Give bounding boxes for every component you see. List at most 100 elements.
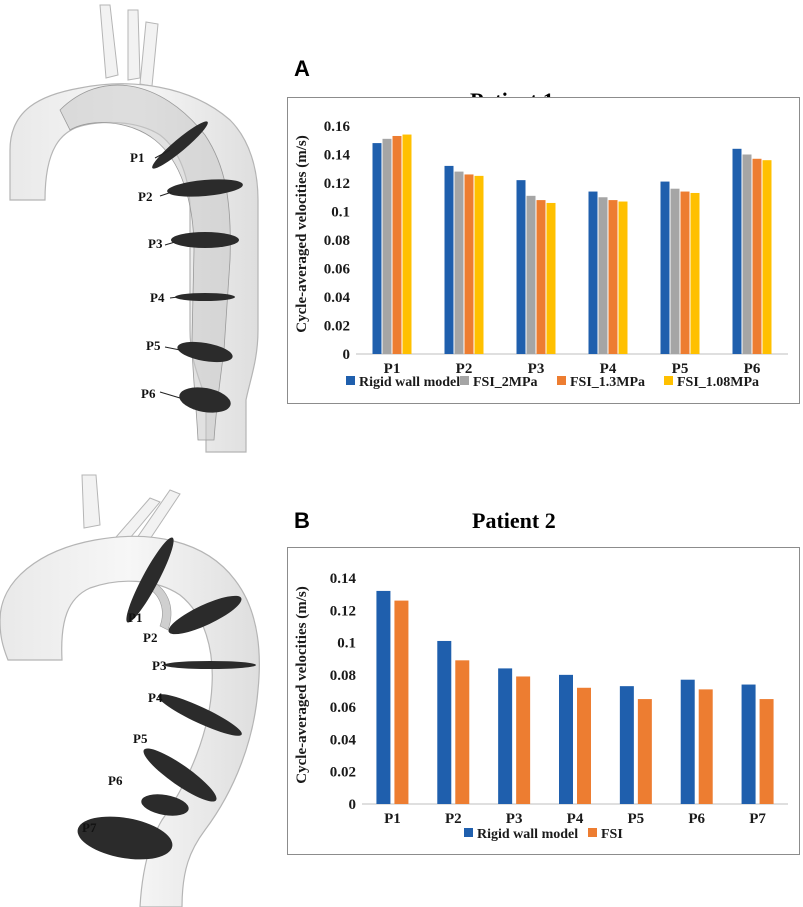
bar-p2-series-3: [464, 174, 474, 354]
bar-p1-series-2: [394, 600, 409, 804]
panel-letter-b: B: [294, 508, 310, 533]
y-tick-label: 0.08: [324, 233, 350, 249]
bar-p6-series-4: [762, 160, 772, 354]
anatomy-label-p4: P4: [148, 690, 163, 705]
bar-p5-series-2: [670, 188, 680, 354]
y-axis-label: Cycle-averaged velocities (m/s): [294, 135, 310, 332]
legend-label-2: FSI_2MPa: [473, 375, 538, 390]
y-tick-label: 0.12: [324, 176, 350, 192]
bar-p2-series-2: [454, 171, 464, 354]
bar-p4-series-2: [598, 197, 608, 354]
bar-p3-series-2: [516, 676, 531, 804]
y-tick-label: 0.02: [324, 319, 350, 335]
legend-swatch-1: [464, 828, 473, 837]
anatomy-label-p1: P1: [130, 150, 144, 165]
chart-frame-patient-1: Cycle-averaged velocities (m/s) 0 0.02 0.04…: [287, 97, 800, 404]
anatomy-label-p5: P5: [133, 731, 148, 746]
bar-p4-series-1: [588, 191, 598, 354]
x-tick-label: P2: [456, 361, 473, 377]
legend-label-1: Rigid wall model: [477, 827, 578, 842]
legend-label-2: FSI: [601, 827, 623, 842]
y-tick-label: 0: [349, 797, 357, 813]
anatomy-label-p6: P6: [141, 386, 156, 401]
bar-p2-series-4: [474, 175, 484, 354]
x-tick-label: P5: [672, 361, 689, 377]
x-tick-label: P1: [384, 811, 401, 827]
x-tick-label: P4: [567, 811, 584, 827]
chart-title-patient-2: Patient 2: [472, 508, 556, 533]
legend-label-4: FSI_1.08MPa: [677, 375, 759, 390]
anatomy-label-p2: P2: [143, 630, 157, 645]
anatomy-label-p3: P3: [148, 236, 163, 251]
legend-swatch-3: [557, 376, 566, 385]
chart-frame-patient-2: Cycle-averaged velocities (m/s) 0 0.02 0.04…: [287, 547, 800, 855]
bar-p2-series-1: [444, 165, 454, 354]
bar-p5-series-1: [619, 686, 634, 804]
legend-swatch-2: [588, 828, 597, 837]
anatomy-label-p7: P7: [82, 820, 97, 835]
bar-p2-series-1: [437, 640, 452, 804]
x-tick-label: P5: [628, 811, 645, 827]
bar-p5-series-3: [680, 191, 690, 354]
y-tick-label: 0.14: [330, 571, 357, 587]
x-tick-label: P1: [384, 361, 401, 377]
y-tick-label: 0.04: [324, 290, 351, 306]
anatomy-label-p5: P5: [146, 338, 161, 353]
y-axis-label: Cycle-averaged velocities (m/s): [294, 586, 310, 783]
y-tick-label: 0.08: [330, 668, 356, 684]
bar-chart-patient-2: Cycle-averaged velocities (m/s) 0 0.02 0.04…: [294, 571, 788, 842]
aorta-model-patient-1: P1 P2 P3 P4 P5 P6: [9, 4, 259, 453]
bar-p4-series-3: [608, 200, 618, 354]
y-tick-label: 0.06: [324, 262, 351, 278]
y-tick-label: 0.16: [324, 119, 351, 135]
anatomy-label-p6: P6: [108, 773, 123, 788]
bar-p6-series-2: [698, 689, 713, 804]
bar-p4-series-4: [618, 201, 628, 354]
anatomy-label-p1: P1: [128, 610, 142, 625]
legend-swatch-2: [460, 376, 469, 385]
anatomy-label-p3: P3: [152, 658, 167, 673]
aorta-model-patient-2: P1 P2 P3 P4 P5 P6 P7: [0, 474, 260, 907]
y-tick-label: 0.12: [330, 603, 356, 619]
x-tick-label: P3: [506, 811, 523, 827]
bar-p5-series-4: [690, 192, 700, 354]
y-tick-label: 0.02: [330, 765, 356, 781]
x-tick-label: P6: [688, 811, 705, 827]
bar-p1-series-4: [402, 134, 412, 354]
bar-p3-series-2: [526, 195, 536, 354]
anatomy-label-p2: P2: [138, 189, 152, 204]
bar-p6-series-1: [732, 148, 742, 354]
x-tick-label: P7: [749, 811, 766, 827]
y-tick-label: 0.1: [331, 205, 350, 221]
bar-p6-series-3: [752, 158, 762, 354]
x-tick-label: P2: [445, 811, 462, 827]
bar-p3-series-4: [546, 202, 556, 354]
bar-p3-series-1: [516, 180, 526, 354]
x-tick-label: P4: [600, 361, 617, 377]
bar-p7-series-1: [741, 684, 756, 804]
bar-p3-series-3: [536, 200, 546, 354]
bar-p6-series-1: [680, 679, 695, 804]
bar-p2-series-2: [455, 660, 470, 804]
bar-p5-series-1: [660, 181, 670, 354]
bar-p6-series-2: [742, 154, 752, 354]
bar-p1-series-3: [392, 135, 402, 354]
legend-label-1: Rigid wall model: [359, 375, 460, 390]
bar-p5-series-2: [637, 699, 652, 804]
y-tick-label: 0.14: [324, 148, 351, 164]
bar-p1-series-2: [382, 138, 392, 354]
y-tick-label: 0: [343, 347, 351, 363]
y-tick-label: 0.1: [337, 636, 356, 652]
legend-swatch-1: [346, 376, 355, 385]
bar-p7-series-2: [759, 699, 774, 804]
legend-swatch-4: [664, 376, 673, 385]
bar-p3-series-1: [498, 668, 513, 804]
bar-p4-series-2: [577, 687, 591, 804]
bar-p1-series-1: [376, 590, 391, 804]
bar-p1-series-1: [372, 143, 382, 354]
y-tick-label: 0.06: [330, 700, 357, 716]
x-tick-label: P3: [528, 361, 545, 377]
anatomy-label-p4: P4: [150, 290, 165, 305]
y-tick-label: 0.04: [330, 732, 357, 748]
bar-chart-patient-1: Cycle-averaged velocities (m/s) 0 0.02 0.04…: [294, 119, 788, 390]
